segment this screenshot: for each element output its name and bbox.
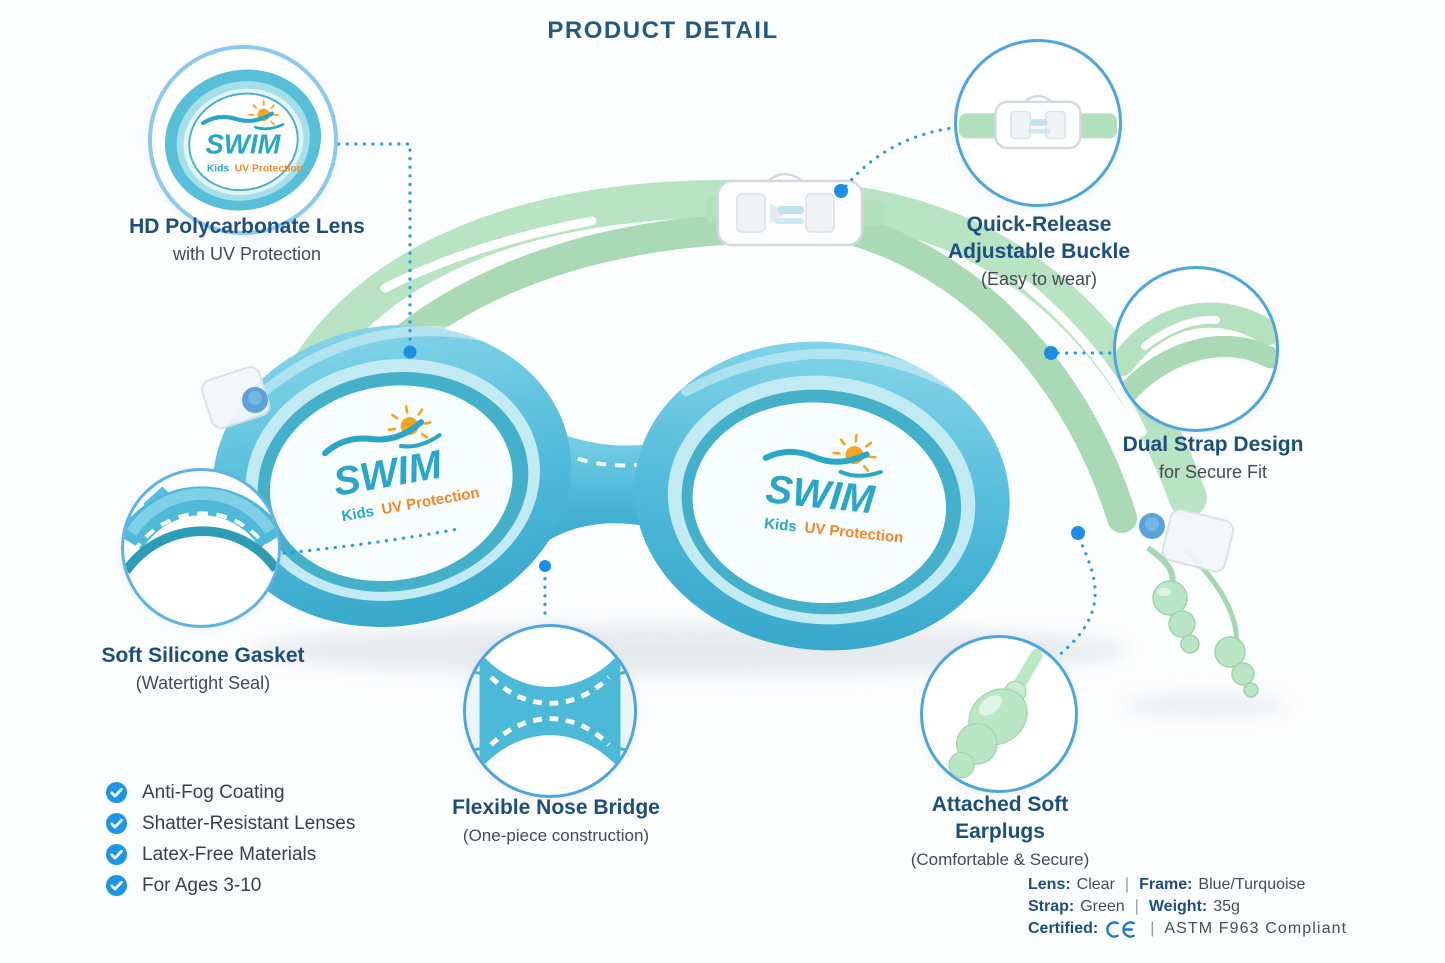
spec-value: Green (1080, 898, 1125, 915)
nose-bridge-closeup-illustration (466, 652, 634, 770)
nose-bridge-callout-label: Flexible Nose Bridge (One-piece construc… (406, 794, 706, 848)
spec-value: Clear (1076, 876, 1115, 893)
spec-label: Lens: (1028, 876, 1071, 893)
page-title: PRODUCT DETAIL (547, 17, 779, 44)
feature-item: Latex-Free Materials (105, 839, 355, 870)
check-circle-icon (105, 843, 128, 866)
feature-text: Anti-Fog Coating (142, 781, 285, 803)
callout-subtitle: for Secure Fit (1158, 462, 1268, 482)
earplug-right (1152, 580, 1259, 698)
svg-text:Kids: Kids (207, 163, 230, 174)
dual-strap-callout-label: Dual Strap Design for Secure Fit (1063, 431, 1363, 485)
spec-separator: | (1124, 876, 1130, 893)
callout-title: HD Polycarbonate Lens (129, 215, 365, 238)
feature-item: Shatter-Resistant Lenses (105, 808, 355, 839)
feature-item: For Ages 3-10 (105, 870, 355, 901)
swim-logo-callout: SWIM Kids UV Protection (200, 100, 303, 174)
buckle-part (706, 172, 884, 247)
spec-value: Blue/Turquoise (1198, 876, 1306, 893)
spec-separator: | (1134, 898, 1139, 915)
callout-connectors (282, 126, 1114, 658)
callout-subtitle: (One-piece construction) (462, 826, 650, 845)
lens-closeup-illustration: SWIM Kids UV Protection (164, 69, 322, 211)
svg-text:UV Protection: UV Protection (235, 163, 303, 174)
buckle-callout-circle (954, 39, 1122, 207)
earplugs-callout-circle (920, 635, 1078, 793)
svg-text:SWIM: SWIM (205, 128, 281, 159)
callout-title: Earplugs (955, 820, 1045, 843)
earplug-closeup-illustration (948, 649, 1043, 779)
callout-subtitle: with UV Protection (172, 244, 322, 264)
connector-dots (403, 184, 1085, 572)
feature-text: Shatter-Resistant Lenses (142, 812, 356, 834)
svg-text:Kids: Kids (763, 515, 797, 535)
nose-bridge-callout-circle (463, 624, 637, 798)
callout-title: Soft Silicone Gasket (101, 644, 305, 667)
ce-mark-icon (1104, 920, 1138, 938)
spec-label: Weight: (1148, 898, 1208, 915)
svg-text:Kids: Kids (340, 503, 375, 525)
dual-strap-callout-circle (1113, 266, 1279, 432)
feature-text: For Ages 3-10 (142, 874, 262, 896)
spec-label: Certified: (1028, 920, 1099, 937)
check-circle-icon (105, 781, 128, 804)
callout-subtitle: (Easy to wear) (980, 269, 1098, 289)
buckle-callout-label: Quick-Release Adjustable Buckle (Easy to… (889, 211, 1189, 292)
gasket-callout-circle (121, 468, 281, 628)
spec-label: Frame: (1139, 876, 1193, 893)
buckle-closeup-illustration (958, 94, 1118, 150)
feature-checklist: Anti-Fog Coating Shatter-Resistant Lense… (105, 777, 355, 901)
check-circle-icon (105, 812, 128, 835)
earplugs-callout-label: Attached Soft Earplugs (Comfortable & Se… (850, 791, 1150, 872)
check-circle-icon (105, 874, 128, 897)
gasket-closeup-illustration (124, 486, 278, 574)
spec-row: Strap: Green | Weight: 35g (1028, 896, 1347, 918)
callout-title: Dual Strap Design (1122, 433, 1304, 456)
spec-label: Strap: (1028, 898, 1075, 915)
callout-subtitle: (Comfortable & Secure) (910, 850, 1090, 869)
spec-separator: | (1150, 920, 1155, 937)
left-lens: SWIM Kids UV Protection (212, 325, 572, 627)
spec-value: ASTM F963 Compliant (1164, 920, 1348, 937)
lens-callout-label: HD Polycarbonate Lens with UV Protection (52, 213, 442, 267)
dual-strap-closeup-illustration (1116, 302, 1276, 403)
spec-value: 35g (1213, 898, 1240, 915)
spec-row: Certified: | ASTM F963 Compliant (1028, 918, 1347, 940)
callout-title: Adjustable Buckle (947, 240, 1131, 263)
spec-row: Lens: Clear | Frame: Blue/Turquoise (1028, 874, 1347, 896)
callout-subtitle: (Watertight Seal) (135, 673, 271, 693)
callout-title: Flexible Nose Bridge (452, 796, 660, 819)
feature-item: Anti-Fog Coating (105, 777, 355, 808)
feature-text: Latex-Free Materials (142, 843, 317, 865)
right-lens: SWIM Kids UV Protection (634, 341, 1010, 651)
spec-summary: Lens: Clear | Frame: Blue/Turquoise Stra… (1028, 874, 1347, 940)
gasket-callout-label: Soft Silicone Gasket (Watertight Seal) (53, 642, 353, 696)
callout-title: Attached Soft (931, 793, 1069, 816)
callout-title: Quick-Release (966, 213, 1112, 236)
lens-callout-circle: SWIM Kids UV Protection (148, 45, 338, 235)
